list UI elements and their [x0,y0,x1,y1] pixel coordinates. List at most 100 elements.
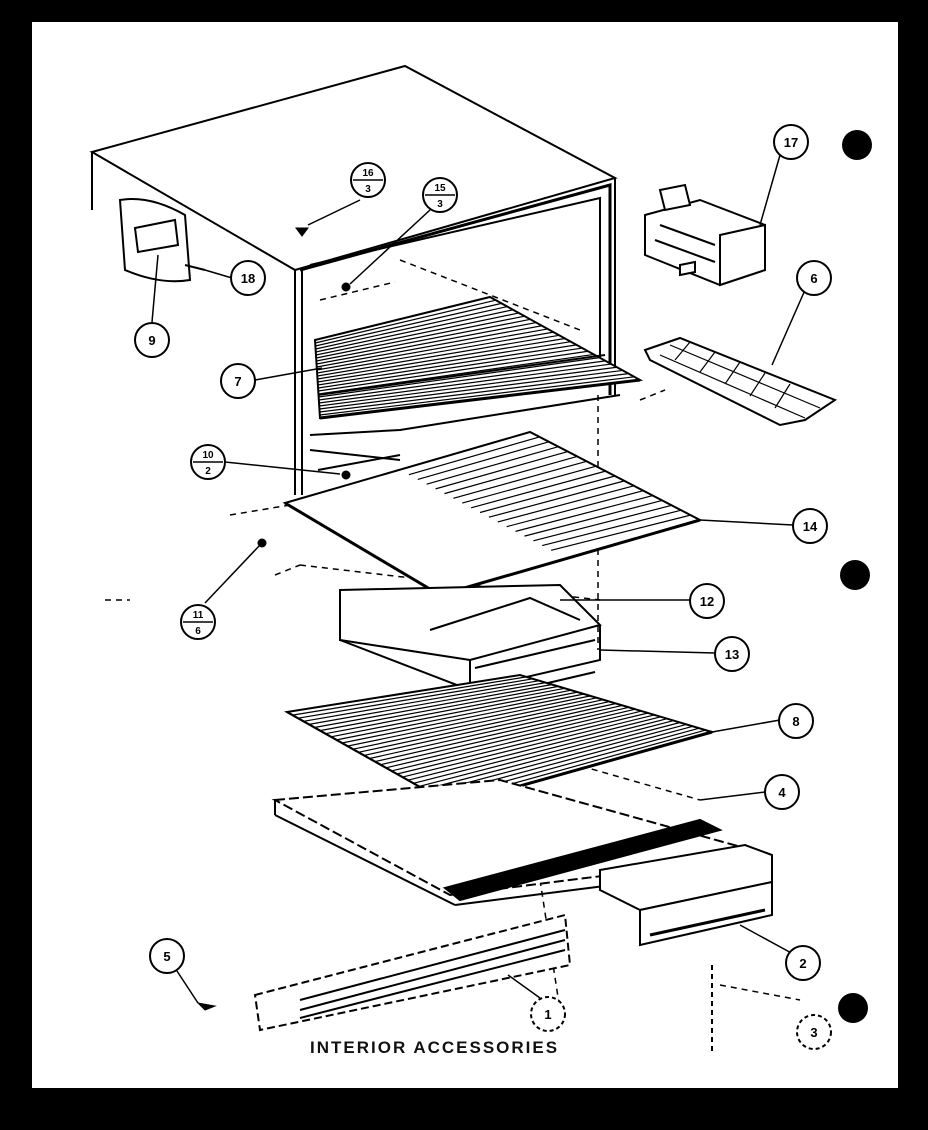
shelf-wire [315,305,508,350]
ice-tray [643,336,838,427]
svg-text:6: 6 [810,271,817,286]
svg-text:8: 8 [792,714,799,729]
svg-text:9: 9 [148,333,155,348]
svg-text:3: 3 [810,1025,817,1040]
binder-hole-bottom [838,993,868,1023]
shelf-wire [542,509,682,547]
shelf-wire [317,331,554,374]
meat-keeper-drawer [339,583,602,701]
shelf-wire [316,315,525,359]
ice-maker [644,183,766,287]
lower-wire-shelf [284,673,716,807]
callout-12: 12 [689,583,725,619]
page-number: 34 [44,1098,57,1110]
shelf-wire [533,504,672,542]
callout-6: 6 [796,260,832,296]
shelf-wire [318,363,612,404]
callout-18: 18 [230,260,266,296]
diagram-caption: INTERIOR ACCESSORIES [310,1038,560,1057]
shelf-wire [330,689,572,738]
shelf-wire [308,682,546,725]
shelf-wire [363,701,610,756]
svg-text:7: 7 [234,374,241,389]
shelf-wire [418,720,674,787]
shelf-wire [317,337,566,380]
screws [196,227,713,1055]
callout-3: 3 [796,1014,832,1050]
svg-text:2: 2 [205,466,211,477]
shelf-wire [413,718,668,784]
shelf-wire [407,716,661,781]
shelf-rails [309,394,621,471]
shelf-wire [391,710,642,772]
shelf-wire [424,721,681,791]
shelf-wire [315,309,514,353]
shelf-wire [315,302,502,347]
callout-7: 7 [220,363,256,399]
control-assembly [118,198,206,283]
shelf-wire [429,723,687,794]
svg-text:17: 17 [784,135,798,150]
callout-1: 1 [530,996,566,1032]
shelf-wire [497,485,635,523]
svg-text:16: 16 [362,168,374,179]
shelf-wire [341,693,585,744]
shelf-wire [325,687,565,735]
shelf-wire [435,450,568,490]
shelf-wire [316,325,543,368]
shelf-wire [444,455,578,495]
shelf-wire [347,695,591,747]
shelf-wire [426,446,559,485]
shelf-wire [319,366,618,407]
shelf-wire [292,676,527,716]
shelf-wire [297,678,533,719]
shelf-wire [318,350,589,392]
svg-text:2: 2 [799,956,806,971]
shelf-wire [358,699,604,753]
middle-shelf [282,430,703,597]
shelf-wire [319,369,623,410]
shelf-wire [550,514,691,551]
shelf-wire [506,490,644,528]
base-grille [253,913,572,1032]
shelf-wire [352,697,597,750]
svg-text:15: 15 [434,183,446,194]
callout-15-3: 15 3 [422,177,458,213]
shelf-wire [318,357,600,398]
callout-17: 17 [773,124,809,160]
callout-10-2: 10 2 [190,444,226,480]
shelf-wire [374,704,623,763]
shelf-wire [385,708,636,769]
shelf-wire [315,299,496,344]
binder-hole-top [842,130,872,160]
shelf-wire [479,475,616,514]
shelf-wire [316,328,548,371]
callout-8: 8 [778,703,814,739]
svg-text:18: 18 [241,271,255,286]
crisper-drawer [599,843,773,947]
svg-text:3: 3 [437,199,443,210]
shelf-wire [315,312,519,356]
callout-4: 4 [764,774,800,810]
shelf-wire [470,470,606,509]
shelf-wire [318,360,606,401]
callout-2: 2 [785,945,821,981]
shelf-wire [488,480,625,518]
callout-14: 14 [792,508,828,544]
callout-13: 13 [714,636,750,672]
shelf-wire [336,691,578,741]
shelf-wire [369,702,617,760]
svg-text:5: 5 [163,949,170,964]
shelf-wire [417,441,550,481]
shelf-wire [396,712,649,775]
shelf-wire [317,347,583,389]
upper-wire-shelf [313,295,644,420]
shelf-wire [515,494,653,532]
shelf-wire [314,683,553,729]
shelf-wire [317,344,577,386]
shelf-wire [318,353,594,395]
svg-text:11: 11 [193,610,204,621]
callout-16-3: 16 3 [350,162,386,198]
shelf-wire [316,321,537,365]
shelf-wire [319,373,629,413]
